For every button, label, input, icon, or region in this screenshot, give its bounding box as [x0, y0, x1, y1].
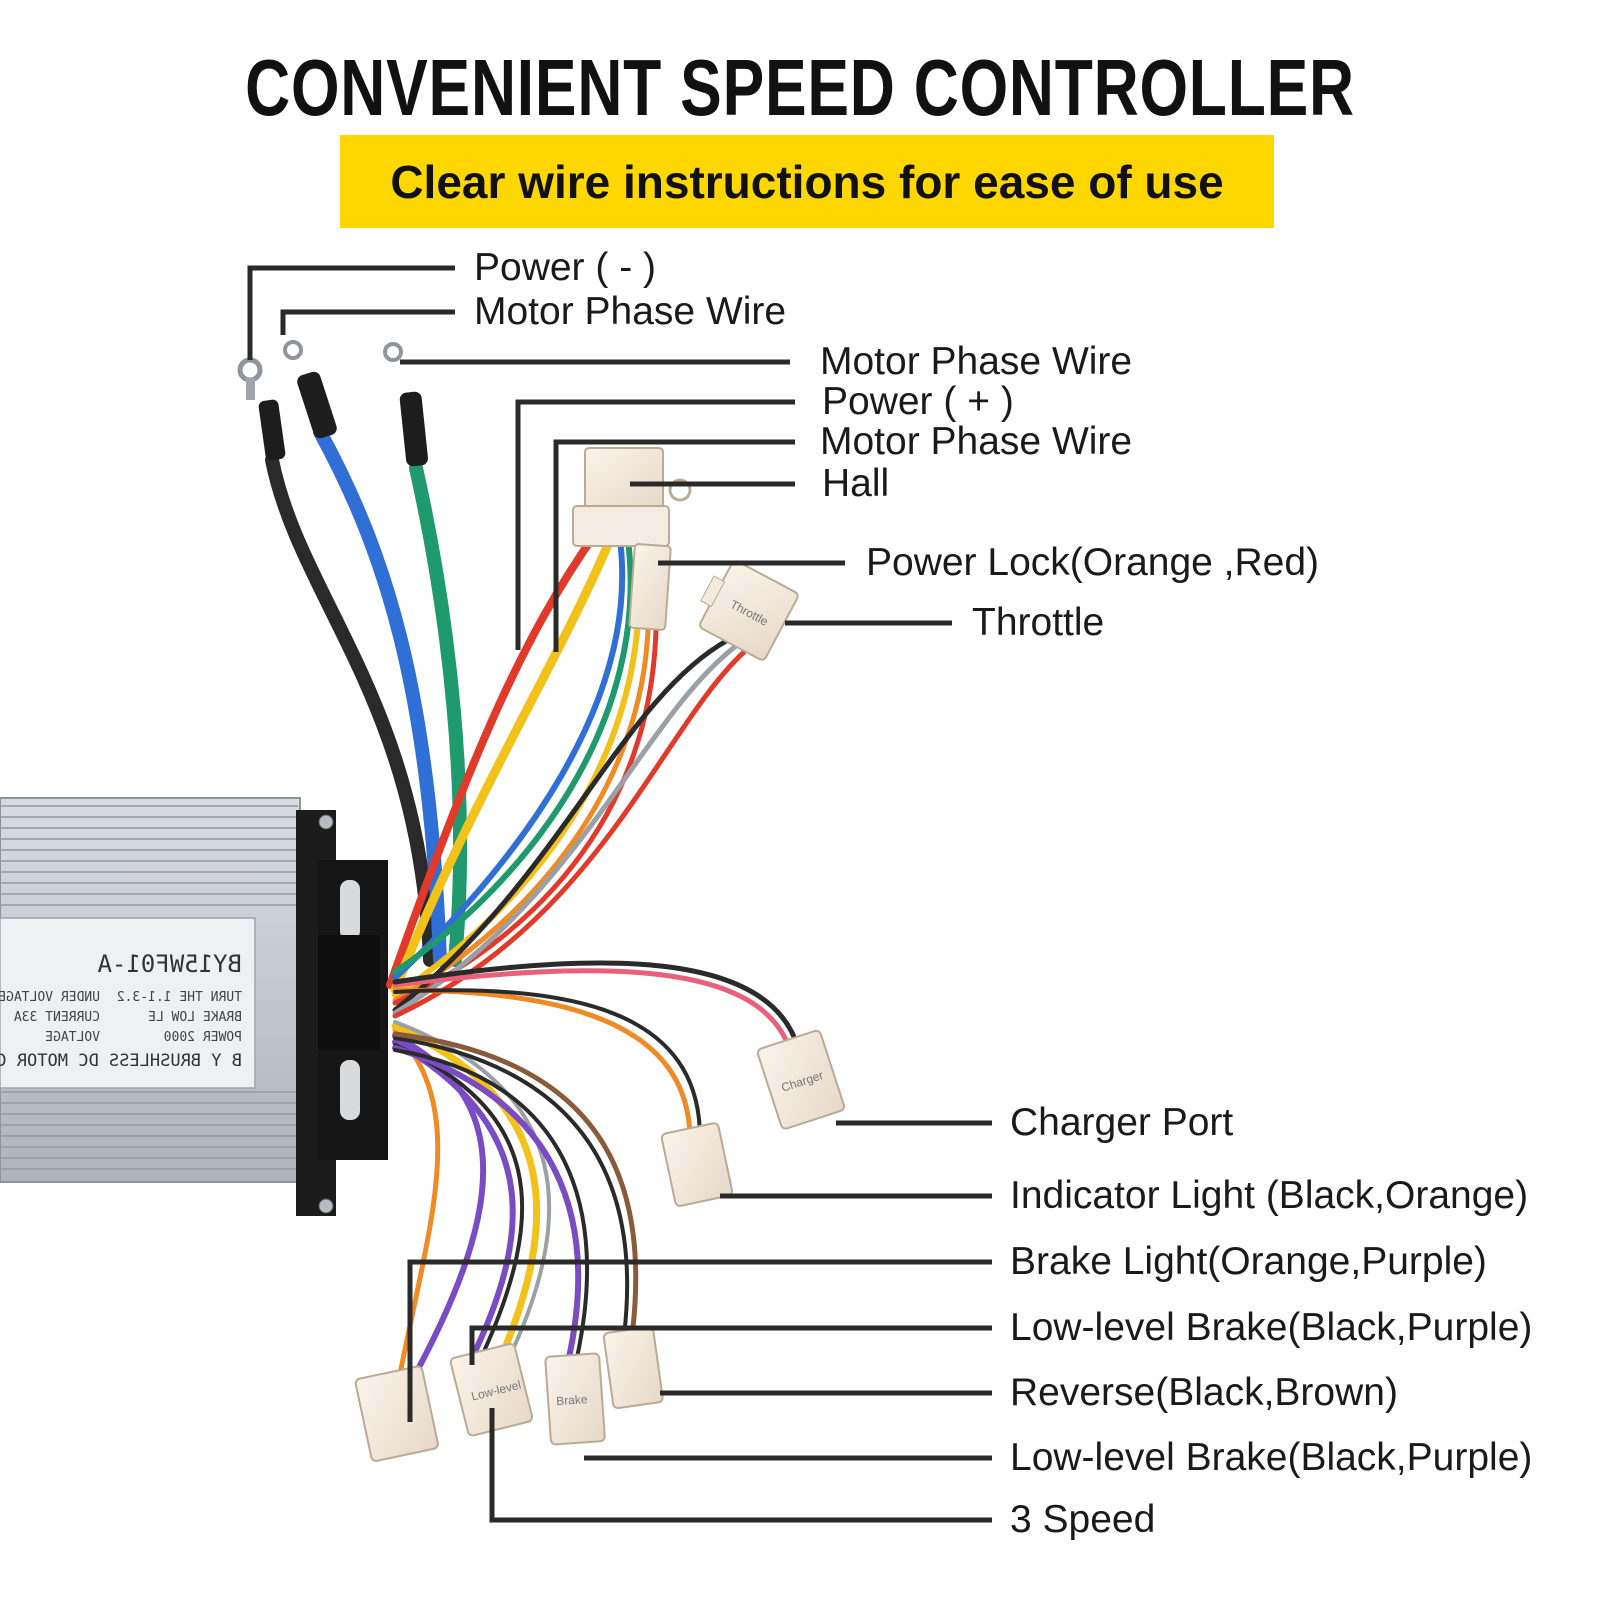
heat-sink-fins	[0, 805, 298, 1170]
label-power-positive: Power ( + )	[822, 380, 1014, 423]
ring-terminal-power-negative	[237, 357, 263, 383]
ring-terminal-phase-2	[383, 342, 403, 362]
spec-line: UNDER VOLTAGE	[0, 990, 100, 1005]
spec-label-plate	[0, 917, 256, 1089]
brake-light-connector	[354, 1365, 439, 1462]
label-brake-light: Brake Light(Orange,Purple)	[1010, 1240, 1487, 1283]
heat-shrink	[297, 371, 337, 439]
model-number: BY15WF01-A	[97, 950, 242, 978]
leader-motor-phase-1	[280, 309, 455, 335]
spec-line: CURRENT 33A	[14, 1010, 100, 1025]
throttle-connector: Throttle	[699, 560, 799, 661]
spec-line: TURN THE 1.1-3.2	[117, 990, 242, 1005]
label-hall: Hall	[822, 462, 890, 505]
page-title: CONVENIENT SPEED CONTROLLER	[245, 43, 1355, 132]
wire-reverse-black	[393, 1036, 630, 1338]
wire-low-brake1-black	[393, 1043, 525, 1362]
wire-brake-light-orange	[392, 1027, 441, 1387]
ring-terminal-phase-1	[283, 340, 303, 360]
label-low-level-brake-2: Low-level Brake(Black,Purple)	[1010, 1436, 1533, 1479]
wire-hall-blue	[392, 537, 626, 981]
wire-charger-black	[392, 960, 801, 1051]
wire-reverse-brown	[392, 1031, 639, 1339]
leader-motor-phase-3	[553, 439, 795, 652]
label-power-lock: Power Lock(Orange ,Red)	[866, 541, 1320, 584]
wire-indicator-orange	[392, 987, 693, 1143]
label-power-negative: Power ( - )	[474, 246, 657, 289]
wire-power-negative	[265, 453, 437, 967]
low-level-brake-connector-2: Brake	[544, 1352, 606, 1446]
bracket-slot-top	[340, 880, 360, 940]
label-reverse: Reverse(Black,Brown)	[1010, 1371, 1398, 1414]
wire-low-brake2-black	[393, 1048, 589, 1364]
wire-throttle-grey	[392, 643, 739, 1016]
wire-harness	[265, 425, 801, 1387]
leader-power-negative	[247, 265, 455, 360]
wire-low-brake1-purple	[392, 1039, 516, 1365]
hall-connector	[572, 447, 692, 547]
wire-indicator-black	[393, 988, 702, 1140]
wire-throttle-black	[392, 637, 731, 1013]
wire-phase-green	[409, 461, 468, 967]
label-charger-port: Charger Port	[1010, 1101, 1234, 1144]
charger-connector: Charger	[756, 1029, 846, 1130]
connectors: Throttle Charger Low-level Brake	[354, 447, 846, 1462]
wire-phase-yellow	[390, 530, 617, 995]
bracket-slot-bottom	[340, 1060, 360, 1120]
spec-line: BRAKE LOW LE	[148, 1010, 242, 1025]
label-motor-phase-wire-3: Motor Phase Wire	[820, 420, 1133, 463]
wire-charger-pink	[392, 968, 793, 1053]
label-motor-phase-wire-2: Motor Phase Wire	[820, 340, 1133, 383]
heat-shrink	[258, 399, 286, 461]
brake-connector-print: Brake	[556, 1392, 589, 1408]
subtitle-banner: Clear wire instructions for ease of use	[340, 135, 1274, 228]
label-low-level-brake-1: Low-level Brake(Black,Purple)	[1010, 1306, 1533, 1349]
leader-lines	[247, 265, 992, 1523]
spec-line: VOLTAGE	[45, 1030, 100, 1045]
spec-line: POWER 2000	[164, 1030, 242, 1045]
terminal-crimp	[246, 378, 255, 400]
label-motor-phase-wire-1: Motor Phase Wire	[474, 290, 787, 333]
label-indicator-light: Indicator Light (Black,Orange)	[1010, 1174, 1529, 1217]
reverse-connector	[602, 1326, 664, 1410]
screw	[318, 814, 334, 830]
power-lock-connector	[628, 543, 672, 631]
leader-power-positive	[515, 399, 795, 650]
controller-body	[0, 797, 388, 1216]
wire-power-positive	[386, 526, 602, 989]
brand-line: B Y BRUSHLESS DC MOTOR CONTROLL	[0, 1051, 242, 1071]
wire-low-brake2-purple	[392, 1045, 582, 1365]
wire-3speed-yellow	[391, 1022, 541, 1364]
leader-brake-light	[407, 1259, 992, 1422]
label-throttle: Throttle	[972, 601, 1105, 644]
subtitle-text: Clear wire instructions for ease of use	[390, 155, 1224, 208]
low-level-brake-connector-1: Low-level	[449, 1342, 534, 1437]
screw	[318, 1198, 334, 1214]
spec-plate-text: BY15WF01-A B Y BRUSHLESS DC MOTOR CONTRO…	[0, 950, 242, 1071]
leader-low-level-brake-1	[469, 1325, 992, 1365]
indicator-connector	[660, 1122, 734, 1207]
heat-shrink	[399, 391, 429, 467]
label-3-speed: 3 Speed	[1010, 1498, 1156, 1541]
grommet	[318, 935, 380, 1050]
leader-3-speed	[489, 1408, 992, 1523]
